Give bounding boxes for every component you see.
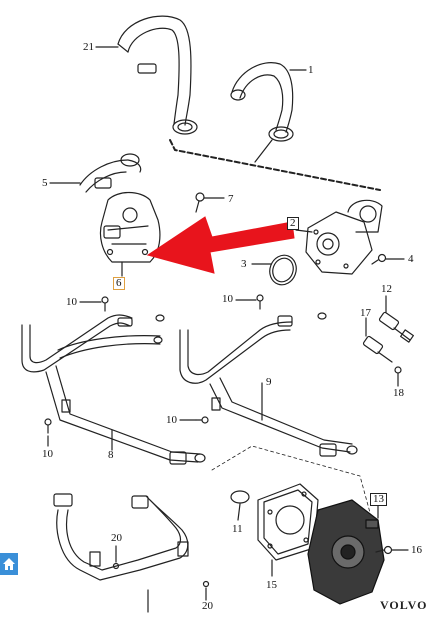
seal-3 [269, 254, 297, 286]
sensor-17 [362, 335, 402, 374]
callout-12: 12 [381, 283, 392, 295]
leader-11 [237, 503, 241, 521]
callout-15: 15 [266, 579, 277, 591]
callout-18: 18 [393, 387, 404, 399]
home-icon [3, 558, 15, 570]
callout-2: 2 [287, 217, 299, 230]
bolt-10-mid [256, 294, 264, 310]
callout-10-midlow: 10 [166, 414, 177, 426]
callout-21: 21 [83, 41, 94, 53]
home-button[interactable] [0, 553, 18, 575]
callout-10-top: 10 [66, 296, 77, 308]
callout-11: 11 [232, 523, 243, 535]
dashed-frame [211, 445, 373, 541]
bolt-4 [371, 253, 387, 265]
callout-3: 3 [241, 258, 247, 270]
bolt-7 [195, 192, 205, 213]
leader-2 [295, 229, 313, 233]
sensor-12 [378, 311, 414, 343]
callout-7: 7 [228, 193, 234, 205]
callout-1: 1 [308, 64, 314, 76]
callout-13: 13 [370, 493, 387, 506]
callout-10-low: 10 [42, 448, 53, 460]
oring-11 [230, 490, 250, 504]
hose-5 [79, 153, 142, 193]
callout-10-mid: 10 [222, 293, 233, 305]
pipe-9 [179, 312, 358, 457]
callout-17: 17 [360, 307, 371, 319]
leader-dash-1 [254, 139, 273, 163]
hose-1 [230, 62, 294, 142]
thermostat-housing [305, 199, 383, 275]
bolt-10-midlow [195, 416, 209, 424]
pipe-8 [21, 314, 206, 465]
hose-bottom [53, 493, 189, 613]
bolt-20a [112, 562, 120, 570]
hose-21 [117, 15, 198, 135]
dashed-link [169, 139, 381, 191]
callout-20-a: 20 [111, 532, 122, 544]
bolt-10-top [101, 296, 109, 312]
callout-16: 16 [411, 544, 422, 556]
water-pump-13 [307, 499, 385, 605]
pump-6 [99, 191, 161, 263]
callout-9: 9 [266, 376, 272, 388]
brand-logo: VOLVO [380, 598, 428, 612]
callout-6: 6 [113, 277, 125, 290]
callout-4: 4 [408, 253, 414, 265]
bolt-10-low [44, 418, 52, 434]
bolt-20b [202, 580, 210, 588]
callout-8: 8 [108, 449, 114, 461]
callout-5: 5 [42, 177, 48, 189]
red-arrow [146, 216, 295, 274]
callout-20-b: 20 [202, 600, 213, 612]
